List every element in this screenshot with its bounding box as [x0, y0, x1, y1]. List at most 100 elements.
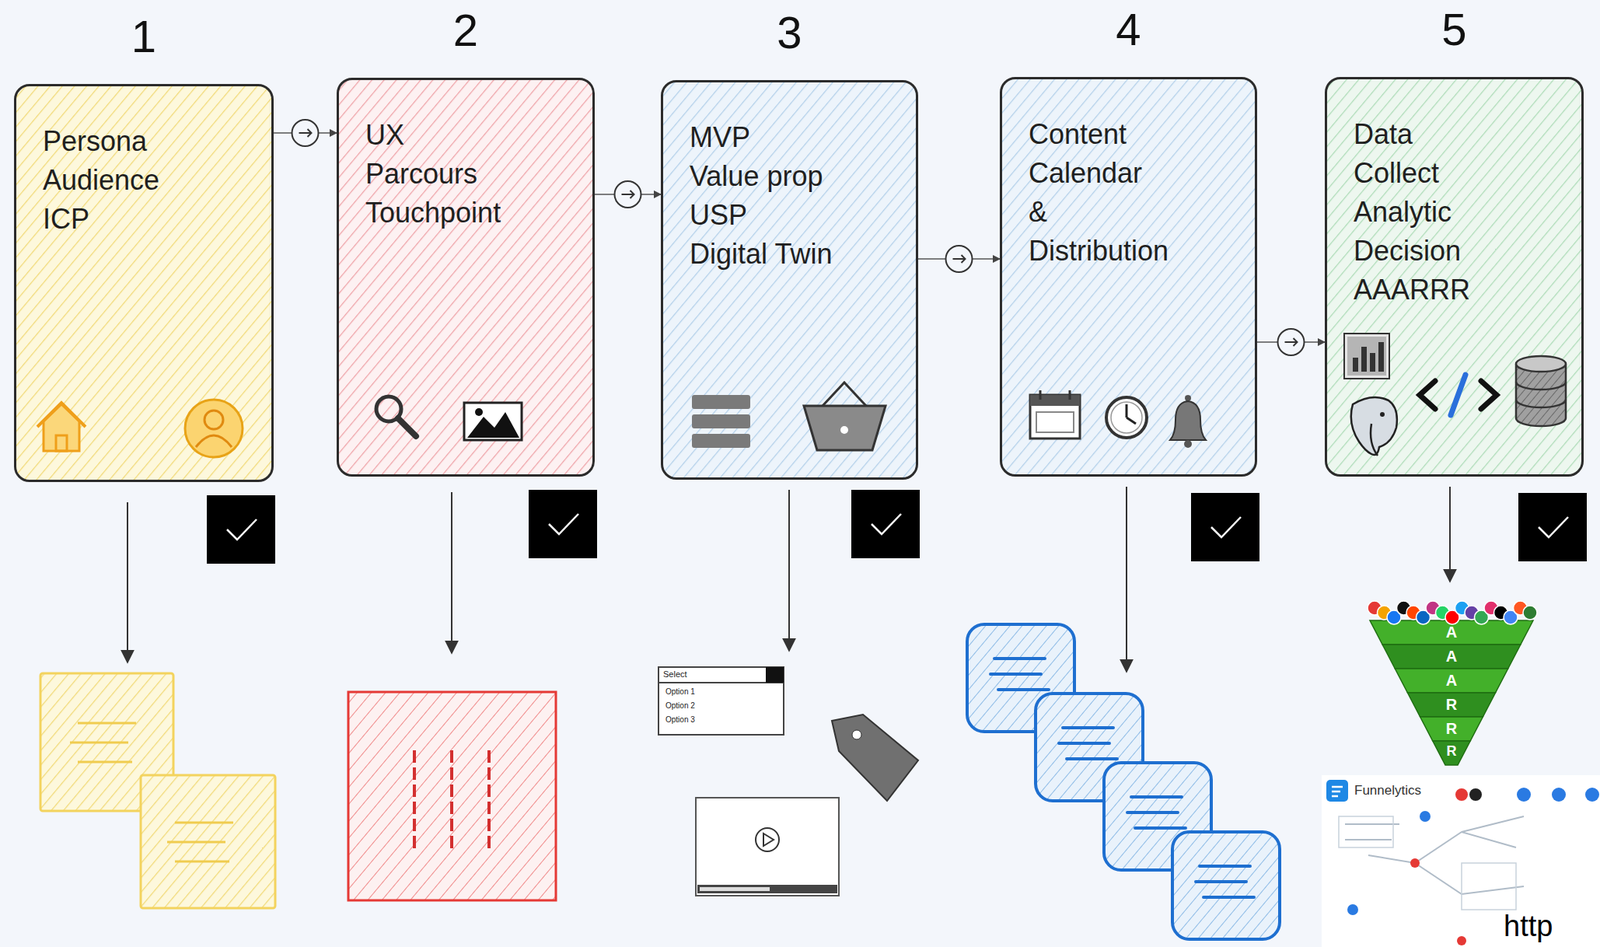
content-lines — [1058, 727, 1118, 759]
card-text: Audience — [42, 160, 256, 200]
connector-circle — [614, 181, 642, 208]
select-option: Option 3 — [665, 715, 696, 725]
card-text: Collect — [1353, 153, 1566, 193]
select-widget — [765, 667, 784, 683]
house-icon — [55, 435, 67, 451]
select-widget — [658, 667, 784, 735]
funnel-letter: R — [1446, 695, 1457, 714]
price-tag — [831, 714, 919, 801]
content-lines — [1127, 796, 1186, 828]
menu-icon — [691, 414, 751, 429]
clock-icon — [1106, 397, 1147, 438]
price-tag — [852, 730, 862, 740]
code-icon — [1419, 380, 1436, 409]
video-player — [695, 797, 839, 896]
chart-icon — [1378, 342, 1384, 372]
funnel-letter: R — [1446, 743, 1457, 760]
menu-icon — [691, 394, 751, 409]
check-box — [227, 519, 257, 540]
basket-icon — [803, 382, 886, 451]
step-number: 3 — [663, 7, 916, 58]
down-arrow — [788, 489, 790, 651]
user-icon — [185, 399, 243, 458]
select-option: Option 1 — [665, 687, 696, 697]
note-sheet — [167, 822, 234, 862]
basket-icon — [822, 382, 867, 406]
image-icon — [475, 408, 483, 416]
video-player — [763, 833, 774, 846]
wireframe-sheet — [348, 691, 556, 901]
calendar-icon — [1036, 412, 1074, 433]
wireframe-sheet — [414, 750, 490, 849]
chart-icon — [1369, 352, 1376, 372]
note-sheet — [69, 723, 137, 762]
user-icon — [195, 435, 232, 448]
funnelytics-screenshot — [1321, 775, 1600, 947]
social-icon — [1523, 605, 1538, 620]
check-box — [1538, 517, 1569, 538]
card-text: Analytic — [1353, 192, 1566, 232]
card-hatch — [1001, 78, 1256, 476]
funnelytics-screenshot — [1516, 787, 1531, 802]
funnelytics-screenshot — [1455, 788, 1468, 801]
house-icon — [43, 404, 80, 451]
connector-arrow — [953, 255, 966, 263]
video-player — [755, 827, 780, 852]
note-sheet — [40, 673, 276, 909]
card-text: Value prop — [689, 157, 901, 196]
funnelytics-screenshot — [1338, 816, 1394, 848]
check-box — [206, 495, 276, 564]
aarrr-funnel — [1367, 600, 1538, 766]
bell-icon — [1170, 394, 1206, 448]
postgres-icon — [1351, 397, 1398, 456]
house-icon — [37, 402, 86, 427]
check-box — [871, 513, 902, 535]
chart-icon — [1361, 346, 1367, 372]
select-option: Option 2 — [665, 701, 696, 711]
card-hatching — [15, 78, 1583, 481]
funnel-band — [1382, 644, 1521, 669]
search-icon — [398, 418, 416, 437]
postgres-icon — [1370, 423, 1378, 456]
funnelytics-screenshot — [1321, 775, 1600, 947]
house-icon — [37, 402, 86, 451]
funnel-band — [1420, 716, 1484, 741]
card-hatch — [662, 81, 917, 479]
step-number: 1 — [16, 11, 272, 62]
down-arrow — [1125, 486, 1128, 672]
down-arrow — [126, 502, 129, 663]
flow-connector — [918, 245, 1000, 273]
card-text: MVP — [689, 118, 901, 158]
flow-connector — [273, 119, 337, 147]
funnelytics-screenshot — [1551, 787, 1566, 802]
image-icon — [467, 412, 520, 438]
content-stack — [967, 624, 1280, 940]
video-player — [695, 797, 839, 896]
card-text: Data — [1353, 115, 1566, 154]
wireframe-sheet — [348, 691, 556, 901]
price-tag — [831, 714, 919, 801]
content-card — [1172, 831, 1280, 940]
check-box — [528, 489, 598, 559]
funnelytics-screenshot — [1326, 779, 1349, 802]
step-card: 2UXParcoursTouchpoint — [336, 77, 595, 477]
card-text: Content — [1028, 115, 1240, 154]
check-box — [1191, 492, 1260, 562]
funnelytics-screenshot — [1419, 810, 1431, 822]
code-icon — [1450, 374, 1466, 416]
basket-icon — [803, 405, 886, 451]
image-icon — [464, 402, 522, 441]
image-icon — [464, 402, 522, 441]
check-box — [1518, 492, 1587, 562]
funnel-letter: A — [1446, 647, 1457, 666]
funnel-letter: A — [1446, 623, 1457, 642]
code-icon — [1481, 380, 1497, 409]
video-player — [699, 887, 770, 891]
menu-icon — [691, 394, 751, 448]
card-text: Persona — [42, 122, 256, 161]
check-box — [1211, 517, 1241, 538]
database-icon — [1516, 363, 1566, 427]
flow-connector — [594, 181, 661, 208]
chart-icon — [1352, 357, 1359, 372]
